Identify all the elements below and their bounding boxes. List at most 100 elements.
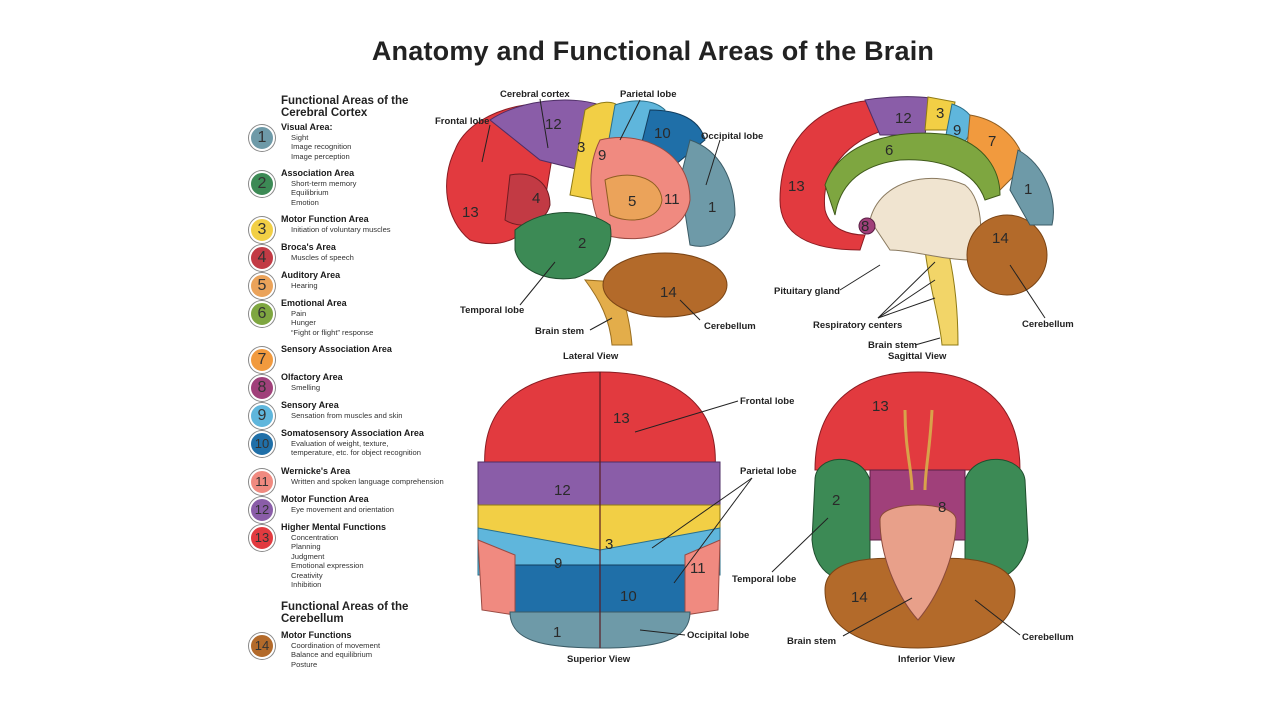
legend-description-line: Balance and equilibrium — [291, 650, 373, 660]
sagittal-region-13 — [779, 99, 886, 251]
legend-number-badge: 7 — [249, 347, 275, 373]
legend-number-badge: 5 — [249, 273, 275, 299]
svg-text:10: 10 — [654, 125, 671, 142]
lateral-view: 123 910 111 54 132 14 Frontal lobe Cereb… — [435, 89, 763, 362]
lateral-region-1 — [679, 139, 736, 247]
legend-item-title: Higher Mental Functions — [281, 522, 387, 532]
lateral-label-parietal: Parietal lobe — [620, 89, 677, 100]
svg-text:9: 9 — [598, 147, 606, 164]
legend-item-description: Evaluation of weight, texture,temperatur… — [291, 439, 421, 458]
svg-text:13: 13 — [613, 410, 630, 427]
legend-item-title: Wernicke's Area — [281, 466, 351, 476]
svg-text:13: 13 — [462, 204, 479, 221]
superior-label-parietal: Parietal lobe — [740, 466, 797, 477]
legend-item-description: Initiation of voluntary muscles — [291, 225, 391, 234]
inferior-label-temporal: Temporal lobe — [732, 574, 796, 585]
legend-number-badge: 13 — [249, 525, 275, 551]
legend-item-description: Eye movement and orientation — [291, 505, 394, 514]
legend-item-title: Sensory Area — [281, 400, 339, 410]
inferior-view: 132 814 Temporal lobe Brain stem Cerebel… — [732, 371, 1074, 665]
legend-item-description: Hearing — [291, 281, 318, 290]
legend-number-badge: 1 — [249, 125, 275, 151]
svg-text:2: 2 — [578, 235, 586, 252]
legend-description-line: Evaluation of weight, texture, — [291, 439, 389, 448]
legend-number-badge: 9 — [249, 403, 275, 429]
legend-number-badge: 10 — [249, 431, 275, 457]
legend-description-line: Posture — [291, 659, 318, 669]
svg-text:12: 12 — [554, 482, 571, 499]
svg-text:12: 12 — [545, 116, 562, 133]
superior-region-12 — [477, 461, 721, 511]
legend-item-title: Somatosensory Association Area — [281, 428, 424, 438]
lateral-label-frontal: Frontal lobe — [435, 116, 489, 127]
lateral-region-2 — [514, 212, 612, 280]
lateral-region-5 — [604, 174, 663, 221]
legend-description-line: Eye movement and orientation — [291, 505, 394, 514]
legend-description-line: Concentration — [291, 533, 339, 542]
legend-item-title: Auditory Area — [281, 270, 341, 280]
svg-text:12: 12 — [895, 110, 912, 127]
legend-description-line: Sight — [291, 133, 309, 142]
legend-item-title: Broca's Area — [281, 242, 336, 252]
legend-item-title: Association Area — [281, 168, 355, 178]
svg-text:13: 13 — [788, 178, 805, 195]
legend-number-badge: 12 — [249, 497, 275, 523]
legend-number-badge: 4 — [249, 245, 275, 271]
inferior-caption: Inferior View — [898, 654, 955, 665]
legend-number-badge: 8 — [249, 375, 275, 401]
cortex-legend-heading: Functional Areas of the Cerebral Cortex — [281, 95, 409, 119]
lateral-label-temporal: Temporal lobe — [460, 305, 524, 316]
legend-description-line: “Fight or flight” response — [291, 327, 374, 337]
svg-text:9: 9 — [953, 122, 961, 139]
legend-number-badge: 3 — [249, 217, 275, 243]
legend-number-badge: 11 — [249, 469, 275, 495]
svg-text:8: 8 — [861, 218, 869, 235]
legend-description-line: Smelling — [291, 383, 321, 392]
sagittal-region-6 — [824, 132, 1001, 216]
page-title: Anatomy and Functional Areas of the Brai… — [371, 36, 935, 66]
sagittal-label-brainstem: Brain stem — [868, 340, 917, 351]
cerebellum-legend-heading: Functional Areas of the Cerebellum — [281, 601, 409, 625]
legend-description-line: Equilibrium — [291, 188, 329, 198]
legend-item-title: Olfactory Area — [281, 372, 343, 382]
legend-item-description: Muscles of speech — [291, 253, 354, 262]
superior-label-occipital: Occipital lobe — [687, 630, 749, 641]
svg-text:1: 1 — [1024, 181, 1032, 198]
inferior-label-brainstem: Brain stem — [787, 636, 836, 647]
inferior-label-cerebellum: Cerebellum — [1022, 632, 1074, 643]
legend-description-line: Initiation of voluntary muscles — [291, 225, 391, 234]
legend-description-line: Emotion — [291, 197, 319, 207]
legend-description-line: Coordination of movement — [291, 641, 381, 650]
inferior-region-13 — [814, 371, 1021, 471]
legend-description-line: Sensation from muscles and skin — [291, 411, 403, 420]
svg-text:13: 13 — [872, 398, 889, 415]
legend-description-line: Short-term memory — [291, 179, 357, 188]
svg-text:3: 3 — [577, 139, 585, 156]
sagittal-region-1 — [1009, 149, 1054, 226]
legend-item-description: Written and spoken language comprehensio… — [291, 477, 444, 486]
svg-text:9: 9 — [554, 555, 562, 572]
svg-text:14: 14 — [992, 230, 1009, 247]
superior-region-11-right — [684, 539, 721, 616]
legend-item-title: Emotional Area — [281, 298, 347, 308]
legend-description-line: Judgment — [291, 551, 325, 561]
legend-description-line: Creativity — [291, 570, 323, 580]
lateral-caption: Lateral View — [563, 351, 619, 362]
svg-text:3: 3 — [605, 536, 613, 553]
svg-text:14: 14 — [851, 589, 868, 606]
svg-text:6: 6 — [885, 142, 893, 159]
svg-text:8: 8 — [938, 499, 946, 516]
legend-description-line: Written and spoken language comprehensio… — [291, 477, 444, 486]
svg-text:10: 10 — [620, 588, 637, 605]
legend-description-line: Inhibition — [291, 580, 322, 590]
sagittal-label-pituitary: Pituitary gland — [774, 286, 840, 297]
legend-item-description: Sensation from muscles and skin — [291, 411, 402, 420]
legend-description-line: Hearing — [291, 281, 318, 290]
legend-number-badge: 6 — [249, 301, 275, 327]
